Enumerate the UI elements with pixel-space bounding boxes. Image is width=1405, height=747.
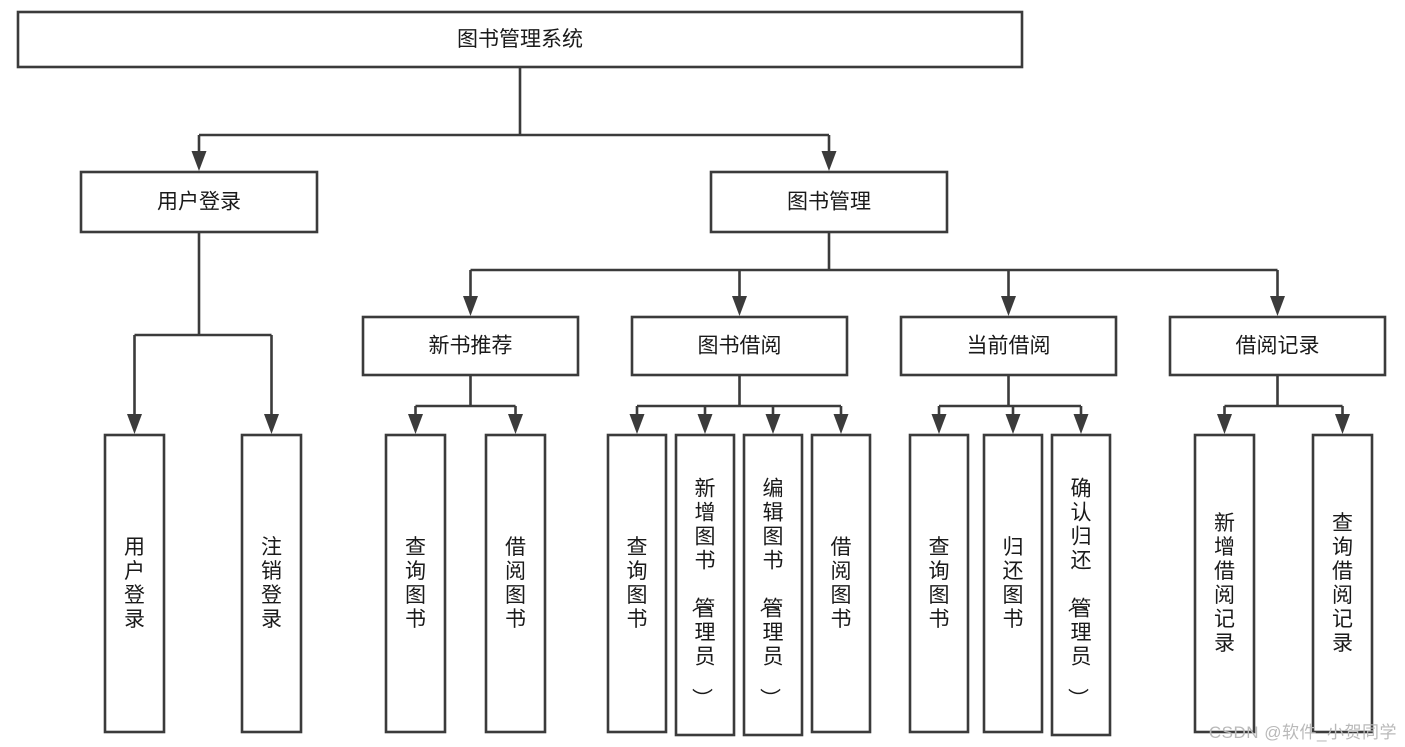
node-label: 用户登录 bbox=[124, 536, 145, 631]
node-leaf-3[interactable]: 查询图书 bbox=[384, 433, 447, 734]
connector-group-g-login bbox=[127, 232, 279, 434]
node-box[interactable] bbox=[709, 170, 949, 234]
node-box[interactable] bbox=[1193, 433, 1256, 734]
node-label: 用户登录 bbox=[157, 191, 241, 214]
node-box[interactable] bbox=[1168, 315, 1387, 377]
node-l3-4[interactable]: 借阅记录 bbox=[1168, 315, 1387, 377]
arrow-head-icon bbox=[264, 414, 279, 434]
node-label: 查询图书 bbox=[405, 536, 426, 631]
node-label: 归还图书 bbox=[1003, 536, 1024, 631]
node-box[interactable] bbox=[361, 315, 580, 377]
node-leaf-5[interactable]: 查询图书 bbox=[606, 433, 668, 734]
arrow-head-icon bbox=[732, 296, 747, 316]
node-box[interactable] bbox=[103, 433, 166, 734]
node-label: 借阅图书 bbox=[505, 536, 526, 631]
connector-group-g-new bbox=[408, 375, 523, 434]
arrow-head-icon bbox=[127, 414, 142, 434]
arrow-head-icon bbox=[1217, 414, 1232, 434]
node-label: 当前借阅 bbox=[967, 335, 1051, 358]
arrow-head-icon bbox=[697, 414, 713, 434]
node-leaf-12[interactable]: 新增借阅记录 bbox=[1193, 433, 1256, 734]
arrow-head-icon bbox=[408, 414, 423, 434]
connector-group-g-bm bbox=[463, 232, 1285, 316]
arrow-head-icon bbox=[1001, 296, 1016, 316]
connector-group-g-rec bbox=[1217, 375, 1350, 434]
node-leaf-9[interactable]: 查询图书 bbox=[908, 433, 970, 734]
node-label: 借阅图书 bbox=[831, 536, 852, 631]
node-label: 查询图书 bbox=[929, 536, 950, 631]
arrow-head-icon bbox=[931, 414, 947, 434]
node-box[interactable] bbox=[606, 433, 668, 734]
node-leaf-6[interactable]: 新增图书（管理员） bbox=[674, 433, 736, 737]
node-box[interactable] bbox=[16, 10, 1024, 69]
node-box[interactable] bbox=[630, 315, 849, 377]
node-label: 图书管理 bbox=[787, 191, 871, 214]
arrow-head-icon bbox=[463, 296, 478, 316]
connector-group-g-borrow bbox=[629, 375, 849, 434]
node-leaf-11[interactable]: 确认归还（管理员） bbox=[1050, 433, 1112, 737]
node-box[interactable] bbox=[1050, 433, 1112, 737]
node-leaf-1[interactable]: 用户登录 bbox=[103, 433, 166, 734]
arrow-head-icon bbox=[1335, 414, 1350, 434]
node-label: 注销登录 bbox=[261, 536, 282, 631]
arrow-head-icon bbox=[1073, 414, 1089, 434]
node-label: 查询借阅记录 bbox=[1332, 512, 1353, 655]
node-box[interactable] bbox=[384, 433, 447, 734]
node-label: 借阅记录 bbox=[1236, 335, 1320, 358]
node-box[interactable] bbox=[674, 433, 736, 737]
node-label: 图书管理系统 bbox=[457, 28, 583, 51]
node-root[interactable]: 图书管理系统 bbox=[16, 10, 1024, 69]
node-box[interactable] bbox=[908, 433, 970, 734]
arrow-head-icon bbox=[765, 414, 781, 434]
node-leaf-10[interactable]: 归还图书 bbox=[982, 433, 1044, 734]
node-l3-2[interactable]: 图书借阅 bbox=[630, 315, 849, 377]
connector-group-g-cur bbox=[931, 375, 1089, 434]
node-label: 编辑图书（管理员） bbox=[758, 478, 784, 709]
node-box[interactable] bbox=[742, 433, 804, 737]
node-label: 查询图书 bbox=[627, 536, 648, 631]
node-layer: 图书管理系统用户登录图书管理新书推荐图书借阅当前借阅借阅记录用户登录注销登录查询… bbox=[16, 10, 1387, 737]
node-leaf-13[interactable]: 查询借阅记录 bbox=[1311, 433, 1374, 734]
arrow-head-icon bbox=[191, 151, 207, 171]
node-leaf-8[interactable]: 借阅图书 bbox=[810, 433, 872, 734]
node-box[interactable] bbox=[240, 433, 303, 734]
node-leaf-2[interactable]: 注销登录 bbox=[240, 433, 303, 734]
node-box[interactable] bbox=[982, 433, 1044, 734]
node-label: 确认归还（管理员） bbox=[1066, 478, 1092, 709]
node-l2-2[interactable]: 图书管理 bbox=[709, 170, 949, 234]
arrow-head-icon bbox=[821, 151, 837, 171]
node-label: 图书借阅 bbox=[698, 335, 782, 358]
node-l3-3[interactable]: 当前借阅 bbox=[899, 315, 1118, 377]
connector-group-g-root bbox=[191, 67, 837, 171]
node-label: 新增图书（管理员） bbox=[690, 478, 716, 709]
arrow-head-icon bbox=[1005, 414, 1021, 434]
node-box[interactable] bbox=[899, 315, 1118, 377]
node-label: 新书推荐 bbox=[429, 335, 513, 358]
node-box[interactable] bbox=[79, 170, 319, 234]
node-leaf-4[interactable]: 借阅图书 bbox=[484, 433, 547, 734]
node-l2-1[interactable]: 用户登录 bbox=[79, 170, 319, 234]
arrow-head-icon bbox=[833, 414, 849, 434]
connector-layer bbox=[127, 67, 1350, 434]
arrow-head-icon bbox=[1270, 296, 1285, 316]
node-box[interactable] bbox=[810, 433, 872, 734]
node-box[interactable] bbox=[1311, 433, 1374, 734]
arrow-head-icon bbox=[629, 414, 645, 434]
node-leaf-7[interactable]: 编辑图书（管理员） bbox=[742, 433, 804, 737]
node-box[interactable] bbox=[484, 433, 547, 734]
node-l3-1[interactable]: 新书推荐 bbox=[361, 315, 580, 377]
arrow-head-icon bbox=[508, 414, 523, 434]
node-label: 新增借阅记录 bbox=[1214, 512, 1235, 655]
